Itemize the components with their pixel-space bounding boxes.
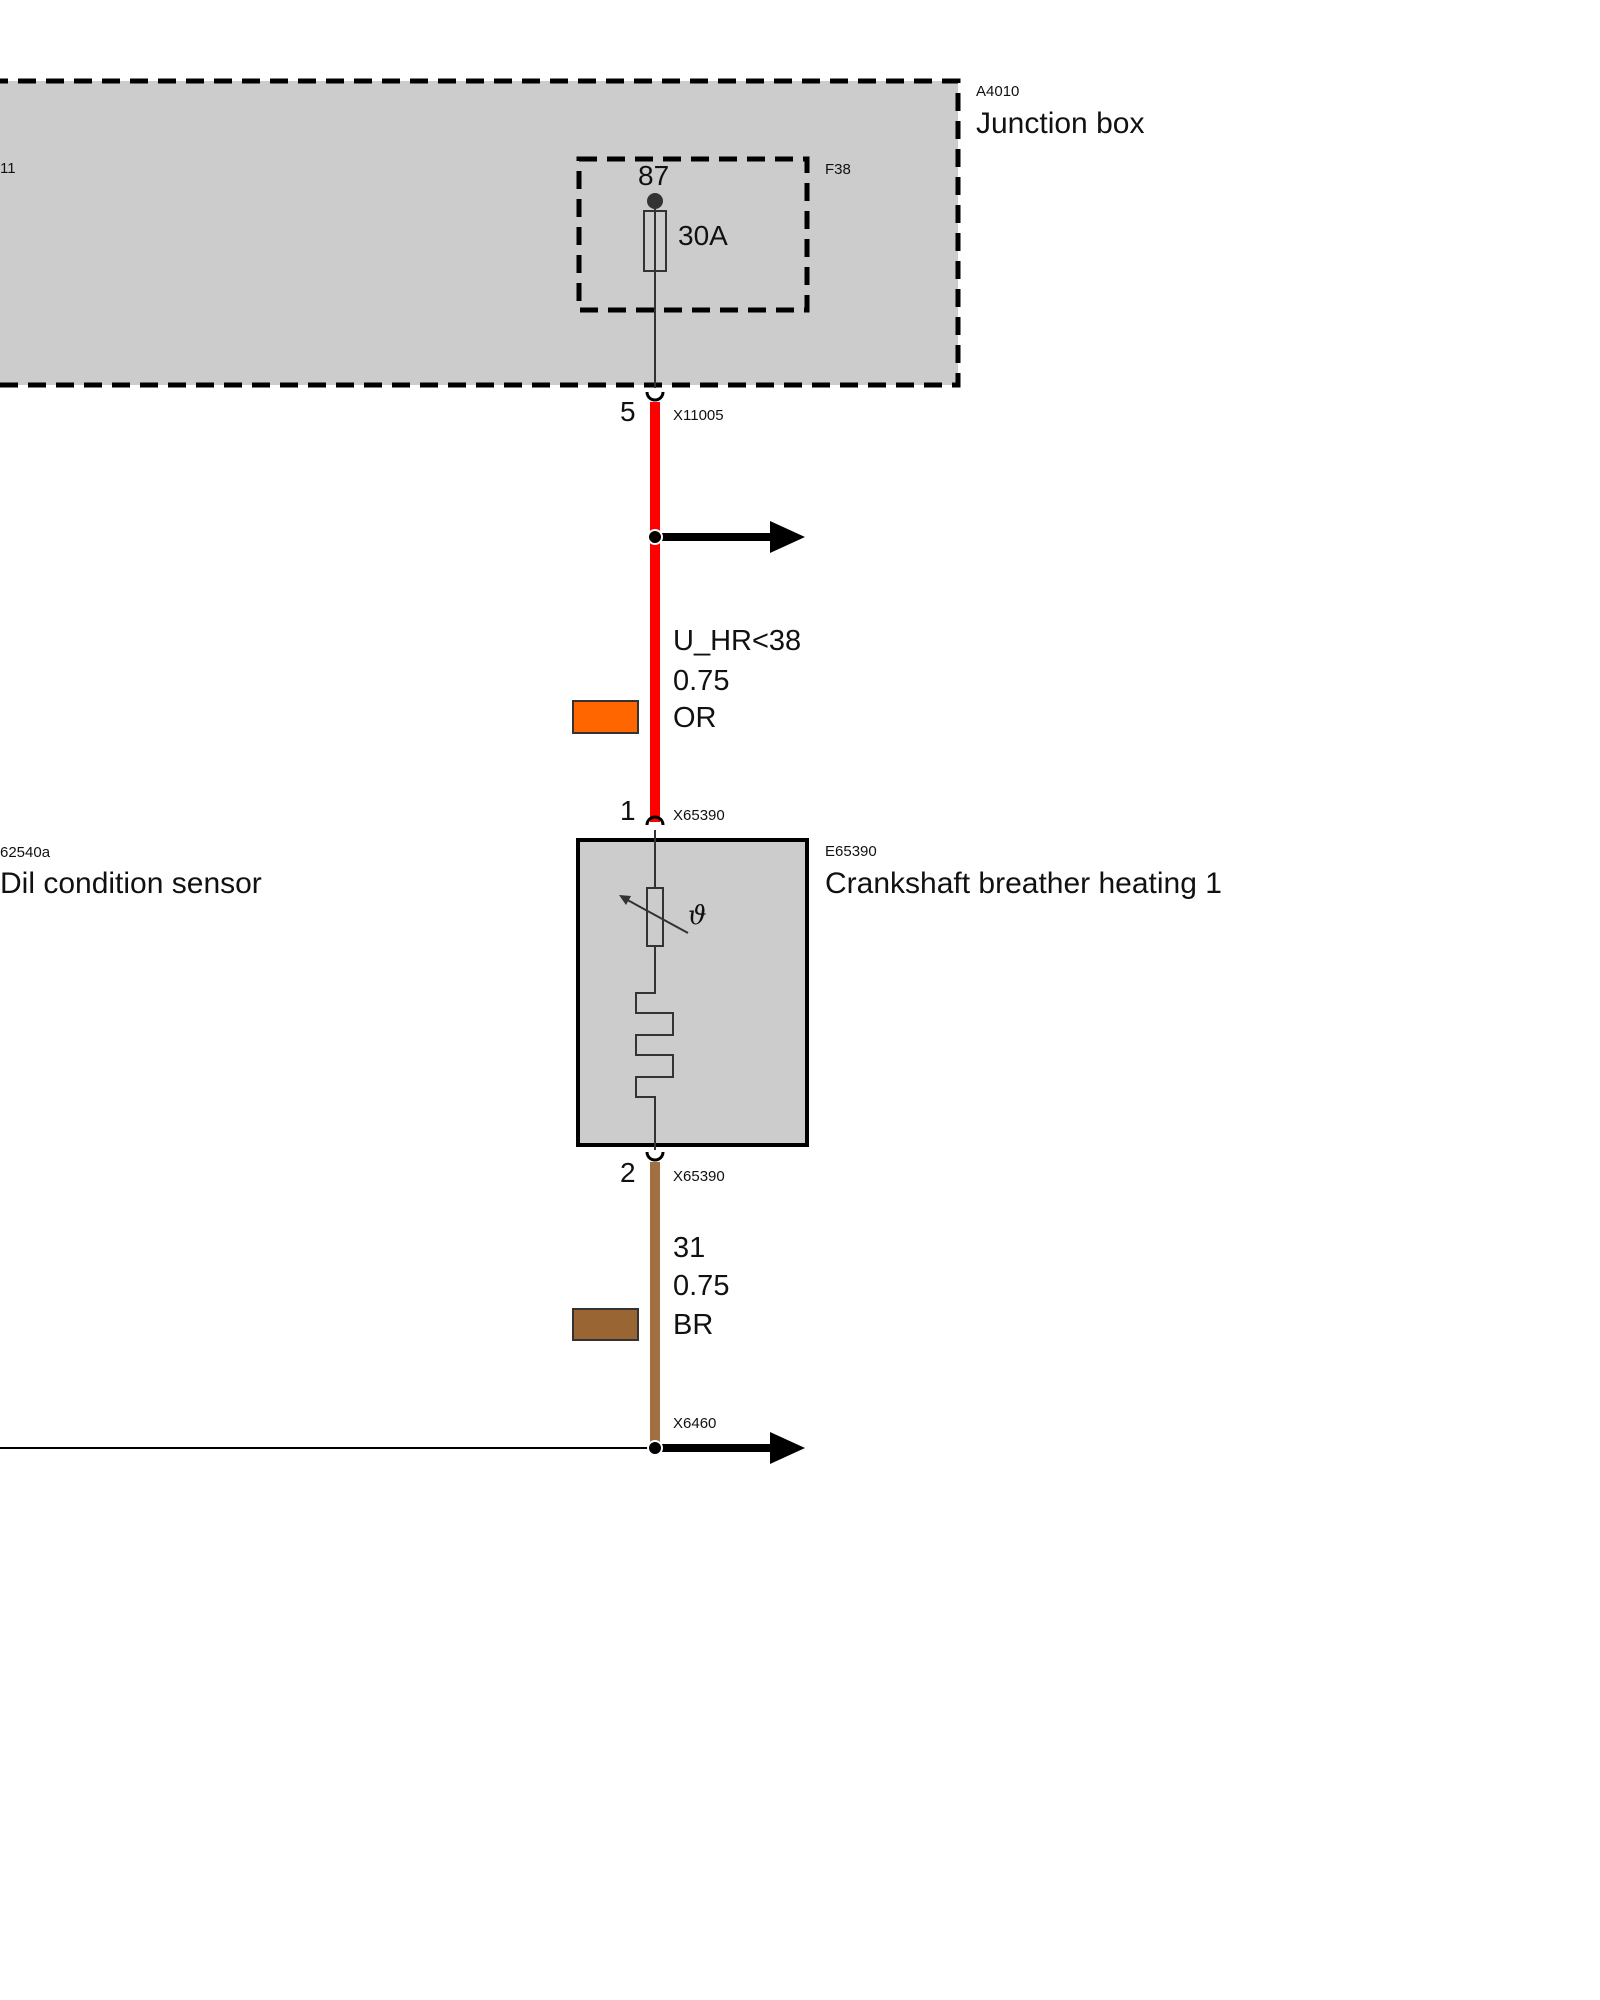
thermistor-arrow-line <box>621 896 689 934</box>
heater-pin-out: 2 <box>620 1157 636 1188</box>
theta-symbol: ϑ <box>688 901 707 931</box>
junction-box-housing <box>0 78 961 388</box>
ground-point-id: X6460 <box>673 1415 716 1432</box>
wire-supply-signal: U_HR<38 <box>673 625 801 657</box>
oil-sensor-id: 62540a <box>0 844 51 861</box>
heater-e65390[interactable] <box>576 830 809 1150</box>
heater-pin-in-connector: X65390 <box>673 807 725 824</box>
fuse-rating: 30A <box>678 220 728 251</box>
junction-box-left-id: 11 <box>0 160 16 177</box>
ground-splice-dot <box>647 1440 663 1456</box>
connector-heater-out-socket <box>645 1151 665 1162</box>
heater-housing <box>576 838 809 1147</box>
thermistor-arrow-head <box>619 895 631 905</box>
connector-top-id: X11005 <box>673 407 724 424</box>
heater-pin-in: 1 <box>620 795 636 826</box>
wire-ground-color-swatch <box>572 1308 639 1341</box>
oil-sensor-name: Dil condition sensor <box>0 867 262 900</box>
wire-supply-cross-section: 0.75 <box>673 665 729 697</box>
connector-top-socket <box>645 391 665 402</box>
junction-box-id: A4010 <box>976 83 1019 100</box>
heater-name: Crankshaft breather heating 1 <box>825 867 1222 900</box>
heater-id: E65390 <box>825 843 877 860</box>
fuse-id: F38 <box>825 161 851 178</box>
wire-supply-color-code: OR <box>673 702 717 734</box>
junction-box[interactable] <box>0 78 961 388</box>
wire-supply-color-swatch <box>572 700 639 734</box>
junction-box-name: Junction box <box>976 107 1144 140</box>
wire-ground-cross-section: 0.75 <box>673 1270 729 1302</box>
fuse-f38[interactable] <box>576 156 810 388</box>
connector-heater-in-socket <box>645 815 665 826</box>
connector-top-pin: 5 <box>620 396 636 427</box>
fuse-housing <box>576 156 810 313</box>
heating-element-icon <box>635 946 674 1150</box>
arrow-right-icon[interactable] <box>770 521 805 553</box>
heater-pin-out-connector: X65390 <box>673 1168 725 1185</box>
arrow-right-icon[interactable] <box>770 1432 805 1464</box>
wire-ground-signal: 31 <box>673 1232 705 1264</box>
wire-ground-color-code: BR <box>673 1309 713 1341</box>
fuse-terminal: 87 <box>638 160 669 191</box>
splice-dot <box>647 529 663 545</box>
